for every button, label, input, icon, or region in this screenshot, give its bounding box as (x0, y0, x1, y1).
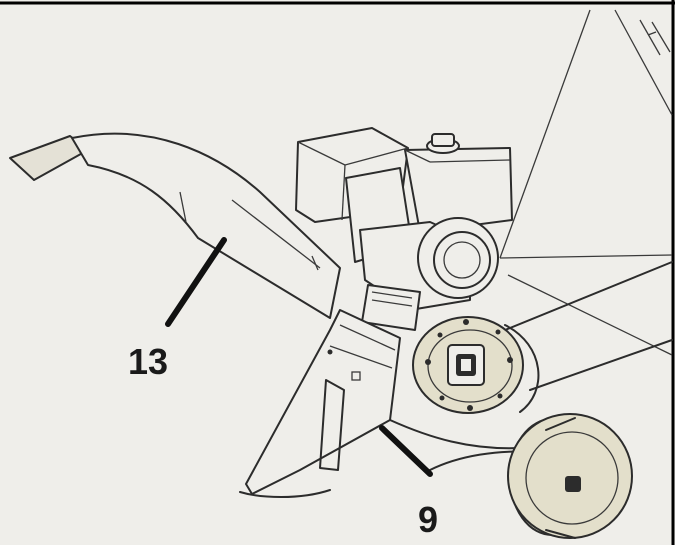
callout-13-leader (165, 237, 227, 327)
callout-13-label: 13 (128, 341, 168, 382)
engine (295, 127, 513, 331)
callout-9: 9 (379, 425, 438, 540)
hopper (499, 9, 673, 356)
callout-9-leader (379, 425, 433, 477)
discharge-chute (9, 132, 341, 319)
callout-13: 13 (128, 237, 227, 382)
frame (239, 261, 673, 498)
drum (412, 316, 540, 414)
callout-9-label: 9 (418, 499, 438, 540)
wheel (507, 413, 633, 539)
